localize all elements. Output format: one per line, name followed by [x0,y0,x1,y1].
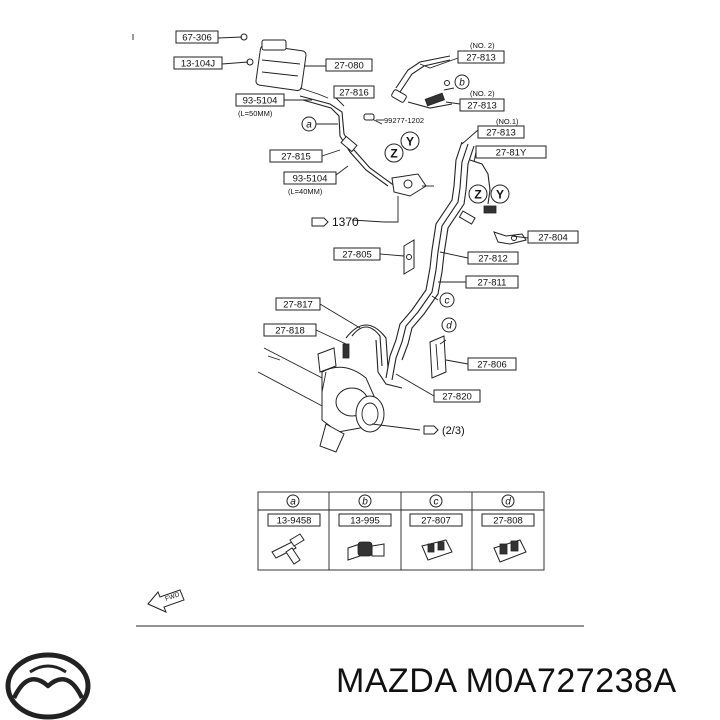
legend-key-a: a [290,497,296,508]
callout-no1: (NO.1) [496,117,519,126]
callout-27-813-a: 27-813 [466,53,496,64]
callout-1370: 1370 [332,215,359,229]
marker-y-lower: Y [496,188,504,202]
hose-loop-27-817 [342,324,403,389]
callout-no2-b: (NO. 2) [470,89,495,98]
bracket-27-806 [429,335,447,379]
callouts: 67-306 13-104J 27-080 93-5104 (L=50MM) 2… [173,30,579,437]
legend-key-b: b [362,497,368,508]
pipe-clip-double-icon [493,539,527,563]
ref-arrow-icon-2 [423,425,439,435]
legend-table: a b c d 13-9458 13-995 27-807 27-808 [257,491,545,571]
callout-27-81y: 27-81Y [496,148,527,159]
callout-93-5104-b: 93-5104 [293,174,328,185]
marker-a: a [306,120,312,131]
markers: b a Z Y Z Y c d [301,74,510,333]
marker-z-lower: Z [474,188,481,202]
tee-joint-icon [271,533,305,565]
legend-key-d: d [505,497,511,508]
marker-d: d [446,321,452,332]
hose-27-816 [299,95,405,191]
valve-upper [384,173,434,223]
marker-y-upper: Y [406,135,414,149]
legend-part-27-807: 27-807 [421,516,451,527]
callout-2-3: (2/3) [442,425,465,437]
callout-27-812: 27-812 [478,254,508,265]
callout-27-815: 27-815 [281,152,311,163]
callout-27-813-c: 27-813 [486,128,516,139]
callout-length-50: (L=50MM) [238,109,273,118]
callout-no2-a: (NO. 2) [470,41,495,50]
callout-length-40: (L=40MM) [288,187,323,196]
callout-99277-1202: 99277-1202 [384,116,424,125]
callout-13-104j: 13-104J [181,59,216,70]
legend-part-27-808: 27-808 [493,516,523,527]
brake-pipes-main [385,141,497,381]
connector-cluster-top [391,55,453,109]
ref-arrow-icon [311,217,329,227]
callout-27-806: 27-806 [477,360,507,371]
solenoid-assembly [240,33,329,99]
mazda-logo [5,652,91,720]
part-caption: MAZDA M0A727238A [336,662,677,701]
rear-axle [257,347,385,453]
fwd-label: FWD [164,591,181,603]
callout-27-804: 27-804 [538,233,568,244]
fwd-arrow-icon: FWD [147,589,185,613]
bracket-27-805 [403,239,415,275]
legend-part-13-9458: 13-9458 [277,516,312,527]
callout-93-5104-a: 93-5104 [243,96,278,107]
callout-27-805: 27-805 [342,250,372,261]
callout-27-820: 27-820 [442,392,472,403]
marker-c: c [445,296,450,307]
callout-27-816: 27-816 [339,88,369,99]
pipe-clip-icon [421,539,453,561]
legend-part-13-995: 13-995 [350,516,380,527]
callout-27-818: 27-818 [275,326,305,337]
callout-27-080: 27-080 [334,61,364,72]
union-joint-icon [347,541,385,561]
callout-27-811: 27-811 [478,278,507,289]
callout-27-817: 27-817 [283,300,313,311]
marker-b: b [459,78,465,89]
bracket-27-804 [493,231,527,245]
legend-key-c: c [434,497,439,508]
part-number: M0A727238A [465,662,677,700]
callout-27-813-b: 27-813 [467,101,497,112]
callout-67-306: 67-306 [182,33,212,44]
marker-z-upper: Z [390,147,397,161]
brand-name: MAZDA [336,662,456,700]
